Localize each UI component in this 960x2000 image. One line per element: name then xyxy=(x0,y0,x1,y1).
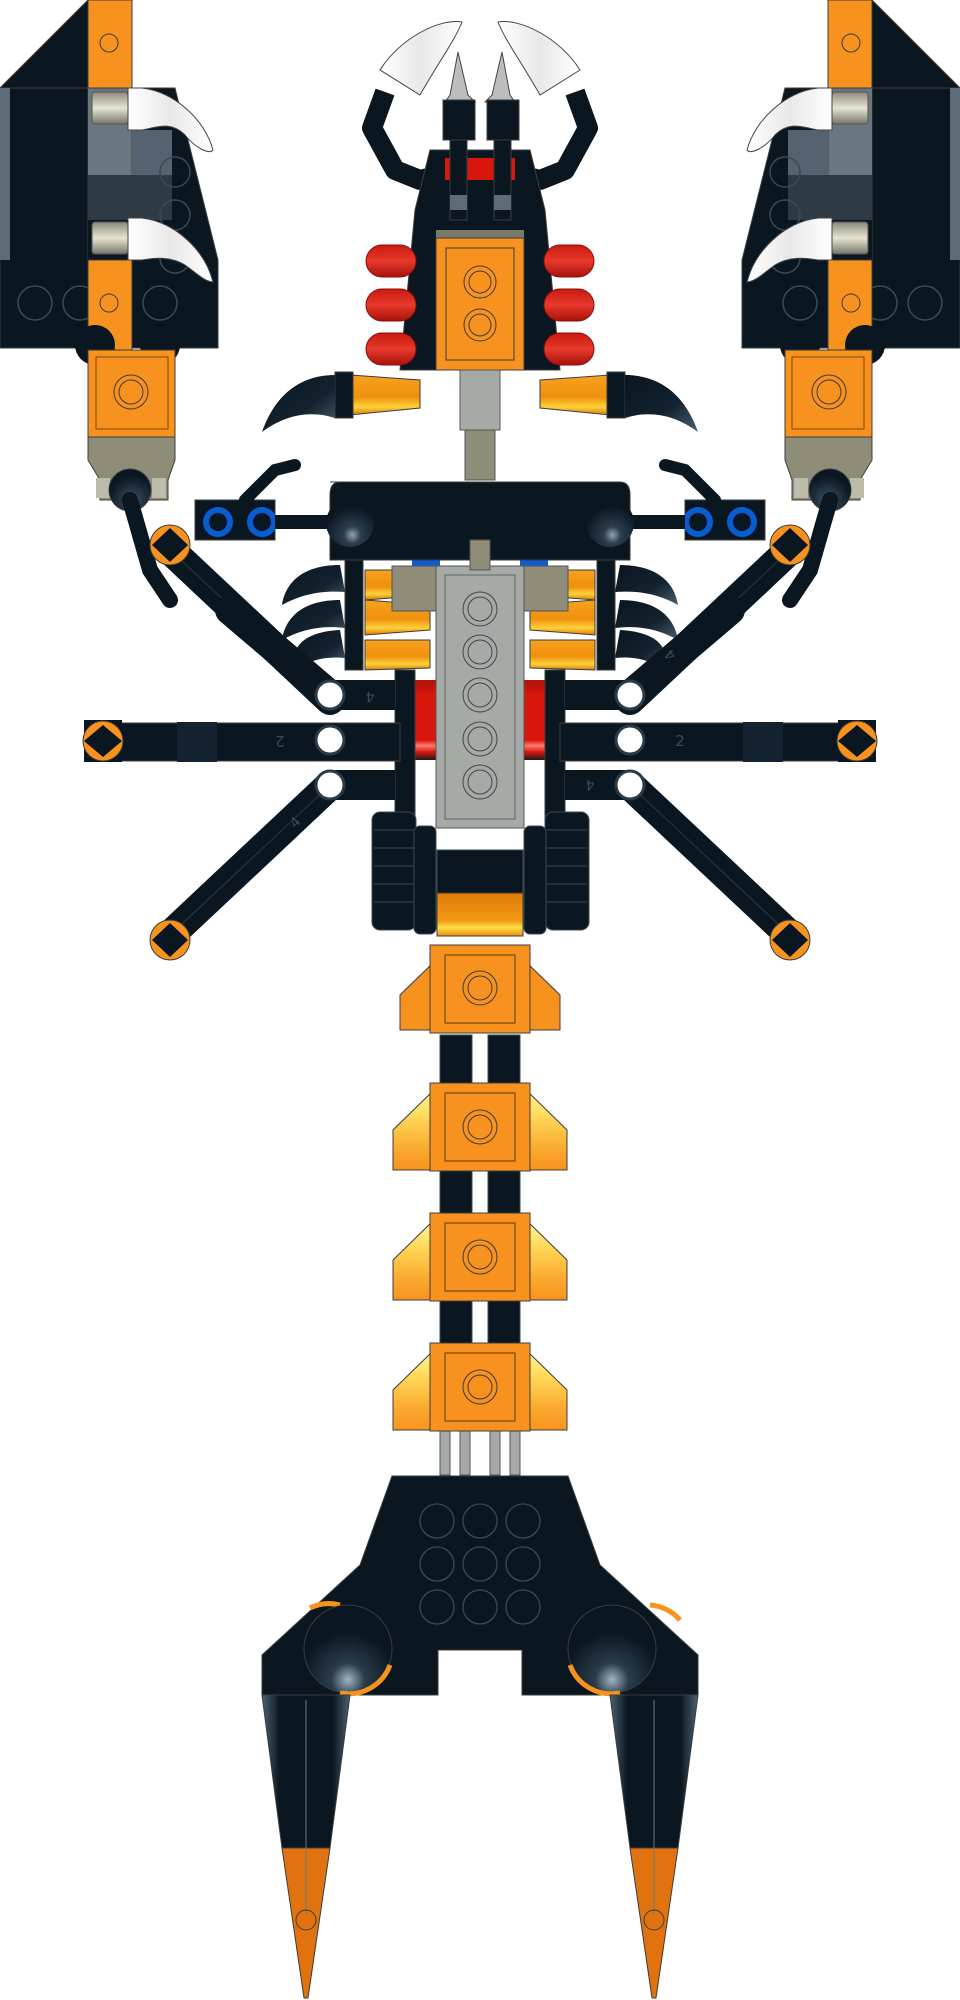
right-pincer-tip xyxy=(497,20,581,96)
claw-outer-block xyxy=(0,87,89,349)
left-claw xyxy=(0,0,219,512)
red-lights-right xyxy=(543,244,595,366)
left-pincer-tip xyxy=(379,20,463,96)
wheel-right xyxy=(544,811,590,931)
red-lights-left xyxy=(365,244,417,366)
claw-orange-block xyxy=(87,349,176,451)
tail-base xyxy=(261,1475,699,1999)
mandible-right xyxy=(483,51,516,103)
claw-orange-strip xyxy=(87,0,133,89)
leg-label: 2 xyxy=(275,732,285,750)
tail xyxy=(392,944,568,1476)
mandible-left xyxy=(444,51,477,103)
tail-base-studs xyxy=(419,1503,541,1625)
claw-tooth-icon xyxy=(127,87,214,153)
wheel-left xyxy=(371,811,417,931)
leg-label: 4 xyxy=(585,776,594,792)
gray-brick-studs xyxy=(462,591,498,800)
leg-connector-hole xyxy=(314,769,346,801)
head xyxy=(362,20,598,481)
ball-joint xyxy=(586,499,634,547)
claw-pin xyxy=(91,91,129,125)
neck xyxy=(459,369,501,431)
claw-tooth-icon xyxy=(127,217,214,283)
fang-icon xyxy=(262,375,335,432)
leg-label: 4 xyxy=(365,688,374,704)
blue-pin xyxy=(247,507,277,537)
stinger-left xyxy=(261,1694,351,1999)
head-orange-brick xyxy=(435,237,525,371)
leg-connector-hole xyxy=(614,724,646,756)
leg-connector-hole xyxy=(614,769,646,801)
orange-cylinder xyxy=(436,892,524,937)
claw-wedge-top xyxy=(0,0,89,89)
claw-side-strip xyxy=(0,88,10,260)
leg-label: 2 xyxy=(675,732,685,750)
leg-connector-hole xyxy=(314,679,346,711)
left-legs: 4 2 4 xyxy=(82,595,401,961)
stud xyxy=(463,265,497,299)
right-claw xyxy=(741,0,960,512)
leg-connector-hole xyxy=(314,724,346,756)
tail-segment xyxy=(392,1212,568,1302)
tail-segment xyxy=(399,944,561,1034)
stinger-right xyxy=(609,1694,699,1999)
tail-segment xyxy=(392,1082,568,1172)
front-fangs xyxy=(262,371,698,432)
leg-connector-hole xyxy=(614,679,646,711)
hip xyxy=(371,811,590,937)
leg-horizontal xyxy=(559,722,861,762)
tail-segment xyxy=(392,1342,568,1432)
right-legs: 4 2 4 xyxy=(559,595,878,961)
gray-brick xyxy=(435,565,525,829)
fang-icon xyxy=(625,375,698,432)
blue-pin xyxy=(203,507,233,537)
leg-horizontal xyxy=(99,722,401,762)
stud xyxy=(463,308,497,342)
ball-joint xyxy=(326,499,374,547)
claw-pin xyxy=(91,221,129,255)
